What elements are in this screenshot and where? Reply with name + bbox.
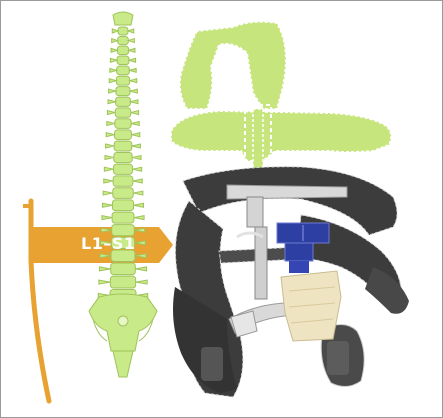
segment-label: L1–S1	[81, 234, 135, 253]
vertebra	[115, 108, 131, 117]
vertebra	[112, 200, 133, 211]
vertebra	[115, 119, 131, 129]
vertebra	[110, 276, 135, 288]
vertebra	[114, 141, 132, 151]
vertebra	[112, 212, 134, 223]
vertebra	[113, 164, 132, 174]
vertebra	[117, 46, 128, 54]
vertebra	[117, 66, 130, 75]
vertebra	[113, 176, 133, 186]
spine-illustration	[89, 12, 157, 377]
vertebra	[116, 97, 131, 106]
vertebra	[113, 188, 133, 199]
vertebra	[118, 37, 129, 45]
lumbar-belt-illustration	[173, 167, 409, 397]
vertebra	[111, 263, 136, 275]
vertebra	[116, 87, 130, 96]
vertebra	[117, 56, 129, 65]
vertebra	[116, 76, 129, 85]
vertebra	[115, 130, 132, 140]
vertebra	[114, 152, 132, 162]
